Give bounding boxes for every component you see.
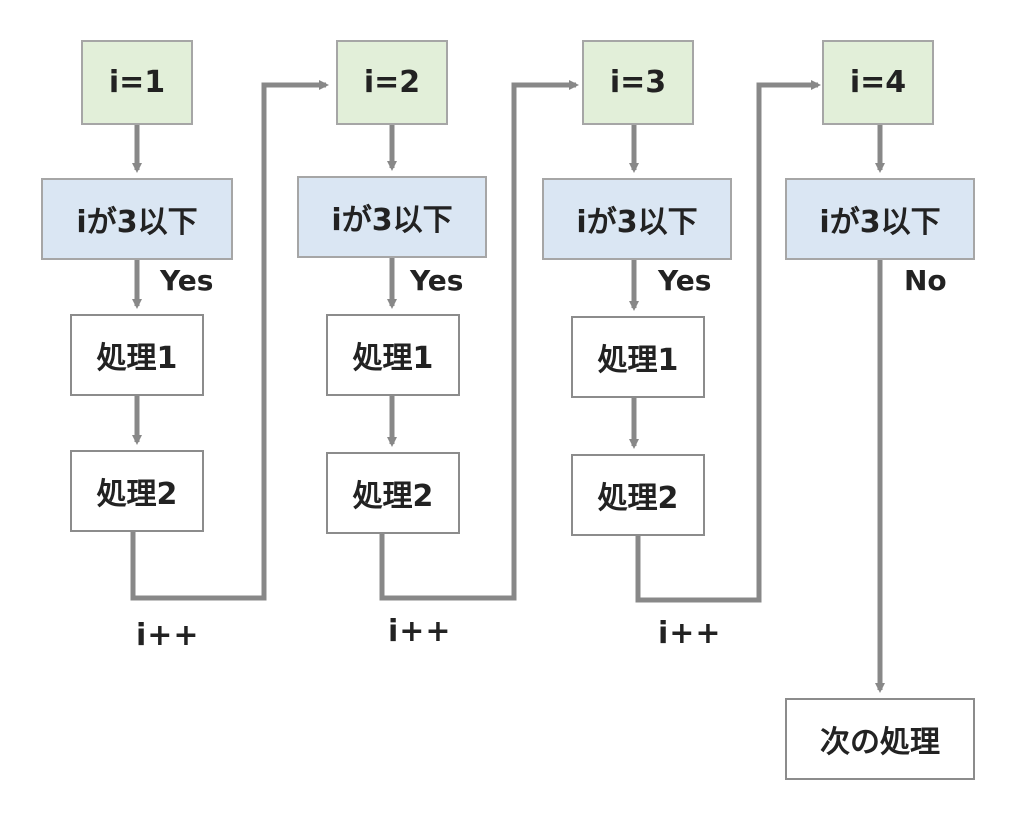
process2-box-2: 処理2 bbox=[326, 452, 460, 534]
increment-label-1: i++ bbox=[136, 618, 200, 653]
next-process-box: 次の処理 bbox=[785, 698, 975, 780]
process1-box-3: 処理1 bbox=[571, 316, 705, 398]
branch-label-4: No bbox=[904, 264, 947, 297]
branch-label-3: Yes bbox=[658, 264, 712, 297]
branch-label-1: Yes bbox=[160, 264, 214, 297]
process1-box-1: 処理1 bbox=[70, 314, 204, 396]
process1-box-2: 処理1 bbox=[326, 314, 460, 396]
init-box-3: i=3 bbox=[582, 40, 694, 125]
loop-back-arrow-2 bbox=[379, 80, 579, 601]
condition-box-1: iが3以下 bbox=[41, 178, 233, 260]
branch-label-2: Yes bbox=[410, 264, 464, 297]
init-box-2: i=2 bbox=[336, 40, 448, 125]
loop-back-arrow-3 bbox=[635, 80, 821, 603]
condition-box-3: iが3以下 bbox=[542, 178, 732, 260]
increment-label-3: i++ bbox=[658, 616, 722, 651]
process2-box-1: 処理2 bbox=[70, 450, 204, 532]
loop-back-arrow-1 bbox=[130, 80, 329, 601]
init-box-4: i=4 bbox=[822, 40, 934, 125]
condition-box-2: iが3以下 bbox=[297, 176, 487, 258]
process2-box-3: 処理2 bbox=[571, 454, 705, 536]
init-box-1: i=1 bbox=[81, 40, 193, 125]
condition-box-4: iが3以下 bbox=[785, 178, 975, 260]
increment-label-2: i++ bbox=[388, 614, 452, 649]
